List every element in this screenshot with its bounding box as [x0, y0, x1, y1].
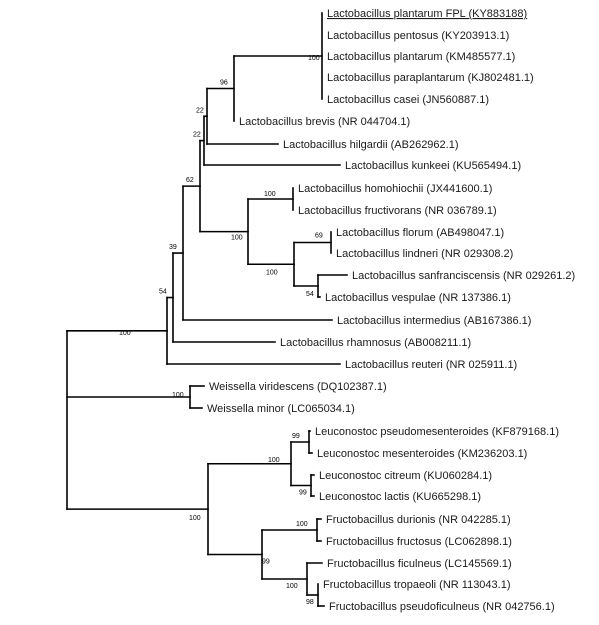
- leaf-label-L2: Lactobacillus pentosus (KY203913.1): [327, 30, 509, 42]
- support-value-fructivorans-sanfrancisco-group: 100: [231, 235, 243, 242]
- leaf-label-L26: Fructobacillus ficulneus (LC145569.1): [327, 558, 512, 570]
- leaf-label-L5: Lactobacillus casei (JN560887.1): [327, 94, 489, 106]
- support-value-plus-rhamnosus: 54: [159, 289, 167, 296]
- leaf-label-L24: Fructobacillus durionis (NR 042285.1): [326, 514, 511, 526]
- leaf-label-L15: Lactobacillus intermedius (AB167386.1): [337, 315, 531, 327]
- leaf-label-L28: Fructobacillus pseudoficulneus (NR 04275…: [329, 601, 555, 613]
- leaf-label-L1: Lactobacillus plantarum FPL (KY883188): [327, 8, 527, 20]
- support-value-florum-lindneri: 69: [315, 233, 323, 240]
- support-value-plantarum-group: 100: [308, 55, 320, 62]
- leaf-label-L12: Lactobacillus lindneri (NR 029308.2): [336, 248, 513, 260]
- leaf-label-L21: Leuconostoc mesenteroides (KM236203.1): [317, 448, 527, 460]
- leaf-label-L4: Lactobacillus paraplantarum (KJ802481.1): [327, 72, 534, 84]
- support-value-weissella: 100: [172, 392, 184, 399]
- leaf-label-L18: Weissella viridescens (DQ102387.1): [209, 381, 387, 393]
- leaf-label-L6: Lactobacillus brevis (NR 044704.1): [239, 116, 410, 128]
- leaf-label-L9: Lactobacillus homohiochii (JX441600.1): [298, 183, 492, 195]
- support-value-durionis-fructosus: 100: [296, 521, 308, 528]
- leaf-label-L14: Lactobacillus vespulae (NR 137386.1): [325, 292, 511, 304]
- leaf-label-L22: Leuconostoc citreum (KU060284.1): [319, 470, 492, 482]
- leaf-label-L25: Fructobacillus fructosus (LC062898.1): [326, 536, 512, 548]
- support-value-florum-sanfrancisco-group: 100: [266, 269, 278, 276]
- support-value-leuconostoc-fructobacillus: 100: [189, 515, 201, 522]
- leaf-label-L20: Leuconostoc pseudomesenteroides (KF87916…: [315, 426, 559, 438]
- support-value-leuconostoc-pseudomes-mes: 99: [292, 433, 300, 440]
- leaf-label-L7: Lactobacillus hilgardii (AB262962.1): [283, 139, 459, 151]
- leaf-label-L8: Lactobacillus kunkeei (KU565494.1): [345, 160, 521, 172]
- support-value-plus-kunkeei: 22: [193, 132, 201, 139]
- support-value-fructobacillus: 99: [262, 559, 270, 566]
- leaf-label-L23: Leuconostoc lactis (KU665298.1): [319, 491, 481, 503]
- support-value-lactobacillus-clade: 100: [119, 330, 131, 337]
- leaf-label-L3: Lactobacillus plantarum (KM485577.1): [327, 51, 515, 63]
- support-value-upper-lactobacillus: 62: [186, 177, 194, 184]
- support-value-citreum-lactis: 99: [299, 490, 307, 497]
- support-value-ficulneus-group: 100: [286, 583, 298, 590]
- support-value-sanfranciscensis-vespulae: 54: [306, 291, 314, 298]
- leaf-label-L10: Lactobacillus fructivorans (NR 036789.1): [298, 205, 497, 217]
- leaf-label-L17: Lactobacillus reuteri (NR 025911.1): [345, 359, 517, 371]
- support-value-leuconostoc: 100: [268, 457, 280, 464]
- leaf-label-L16: Lactobacillus rhamnosus (AB008211.1): [280, 337, 471, 349]
- support-value-plantarum-brevis: 96: [220, 80, 228, 87]
- support-value-homohiochii-fructivorans: 100: [264, 191, 276, 198]
- leaf-label-L27: Fructobacillus tropaeoli (NR 113043.1): [323, 579, 511, 591]
- leaf-label-L19: Weissella minor (LC065034.1): [207, 403, 355, 415]
- support-value-plus-hilgardii: 22: [196, 107, 204, 114]
- support-value-plus-intermedius: 39: [169, 244, 177, 251]
- support-value-tropaeoli-pseudoficulneus: 98: [306, 599, 314, 606]
- leaf-label-L13: Lactobacillus sanfranciscensis (NR 02926…: [352, 270, 575, 282]
- leaf-label-L11: Lactobacillus florum (AB498047.1): [336, 227, 504, 239]
